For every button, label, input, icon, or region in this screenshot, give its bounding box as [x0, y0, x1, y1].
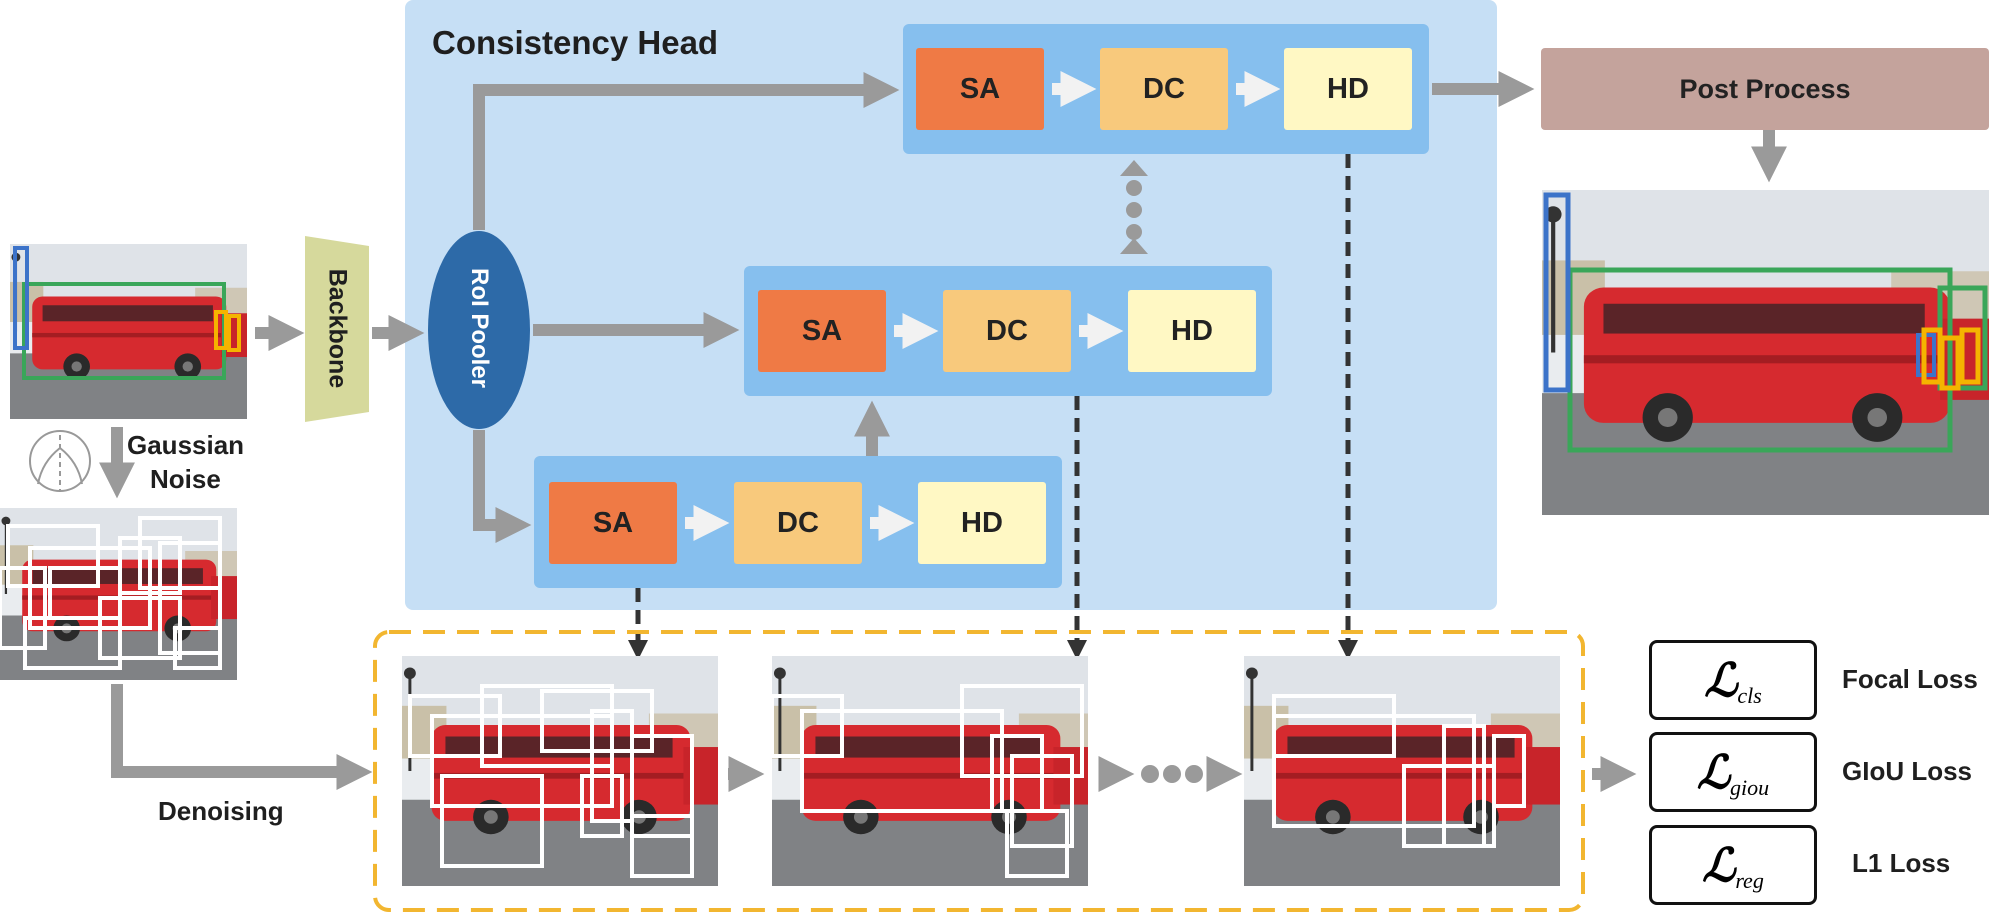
loss-cls-subscript: cls	[1737, 683, 1761, 709]
input-image	[10, 244, 247, 419]
denoise-image-1	[402, 656, 718, 886]
denoising-label: Denoising	[158, 796, 284, 827]
l1-loss-label: L1 Loss	[1852, 848, 1950, 879]
loss-box-reg: ℒreg	[1649, 825, 1817, 905]
loss-giou-symbol: ℒ	[1697, 745, 1730, 799]
loss-reg-subscript: reg	[1735, 868, 1764, 894]
output-image	[1542, 190, 1989, 515]
noise-label-line2: Noise	[150, 464, 221, 495]
loss-reg-symbol: ℒ	[1702, 838, 1735, 892]
loss-box-cls: ℒcls	[1649, 640, 1817, 720]
giou-loss-label: GIoU Loss	[1842, 756, 1972, 787]
noise-label-line1: Gaussian	[127, 430, 244, 461]
loss-giou-subscript: giou	[1730, 775, 1769, 801]
loss-box-giou: ℒgiou	[1649, 732, 1817, 812]
focal-loss-label: Focal Loss	[1842, 664, 1978, 695]
denoise-image-2	[772, 656, 1088, 886]
denoise-image-3	[1244, 656, 1560, 886]
noisy-image	[0, 508, 237, 680]
loss-cls-symbol: ℒ	[1704, 653, 1737, 707]
